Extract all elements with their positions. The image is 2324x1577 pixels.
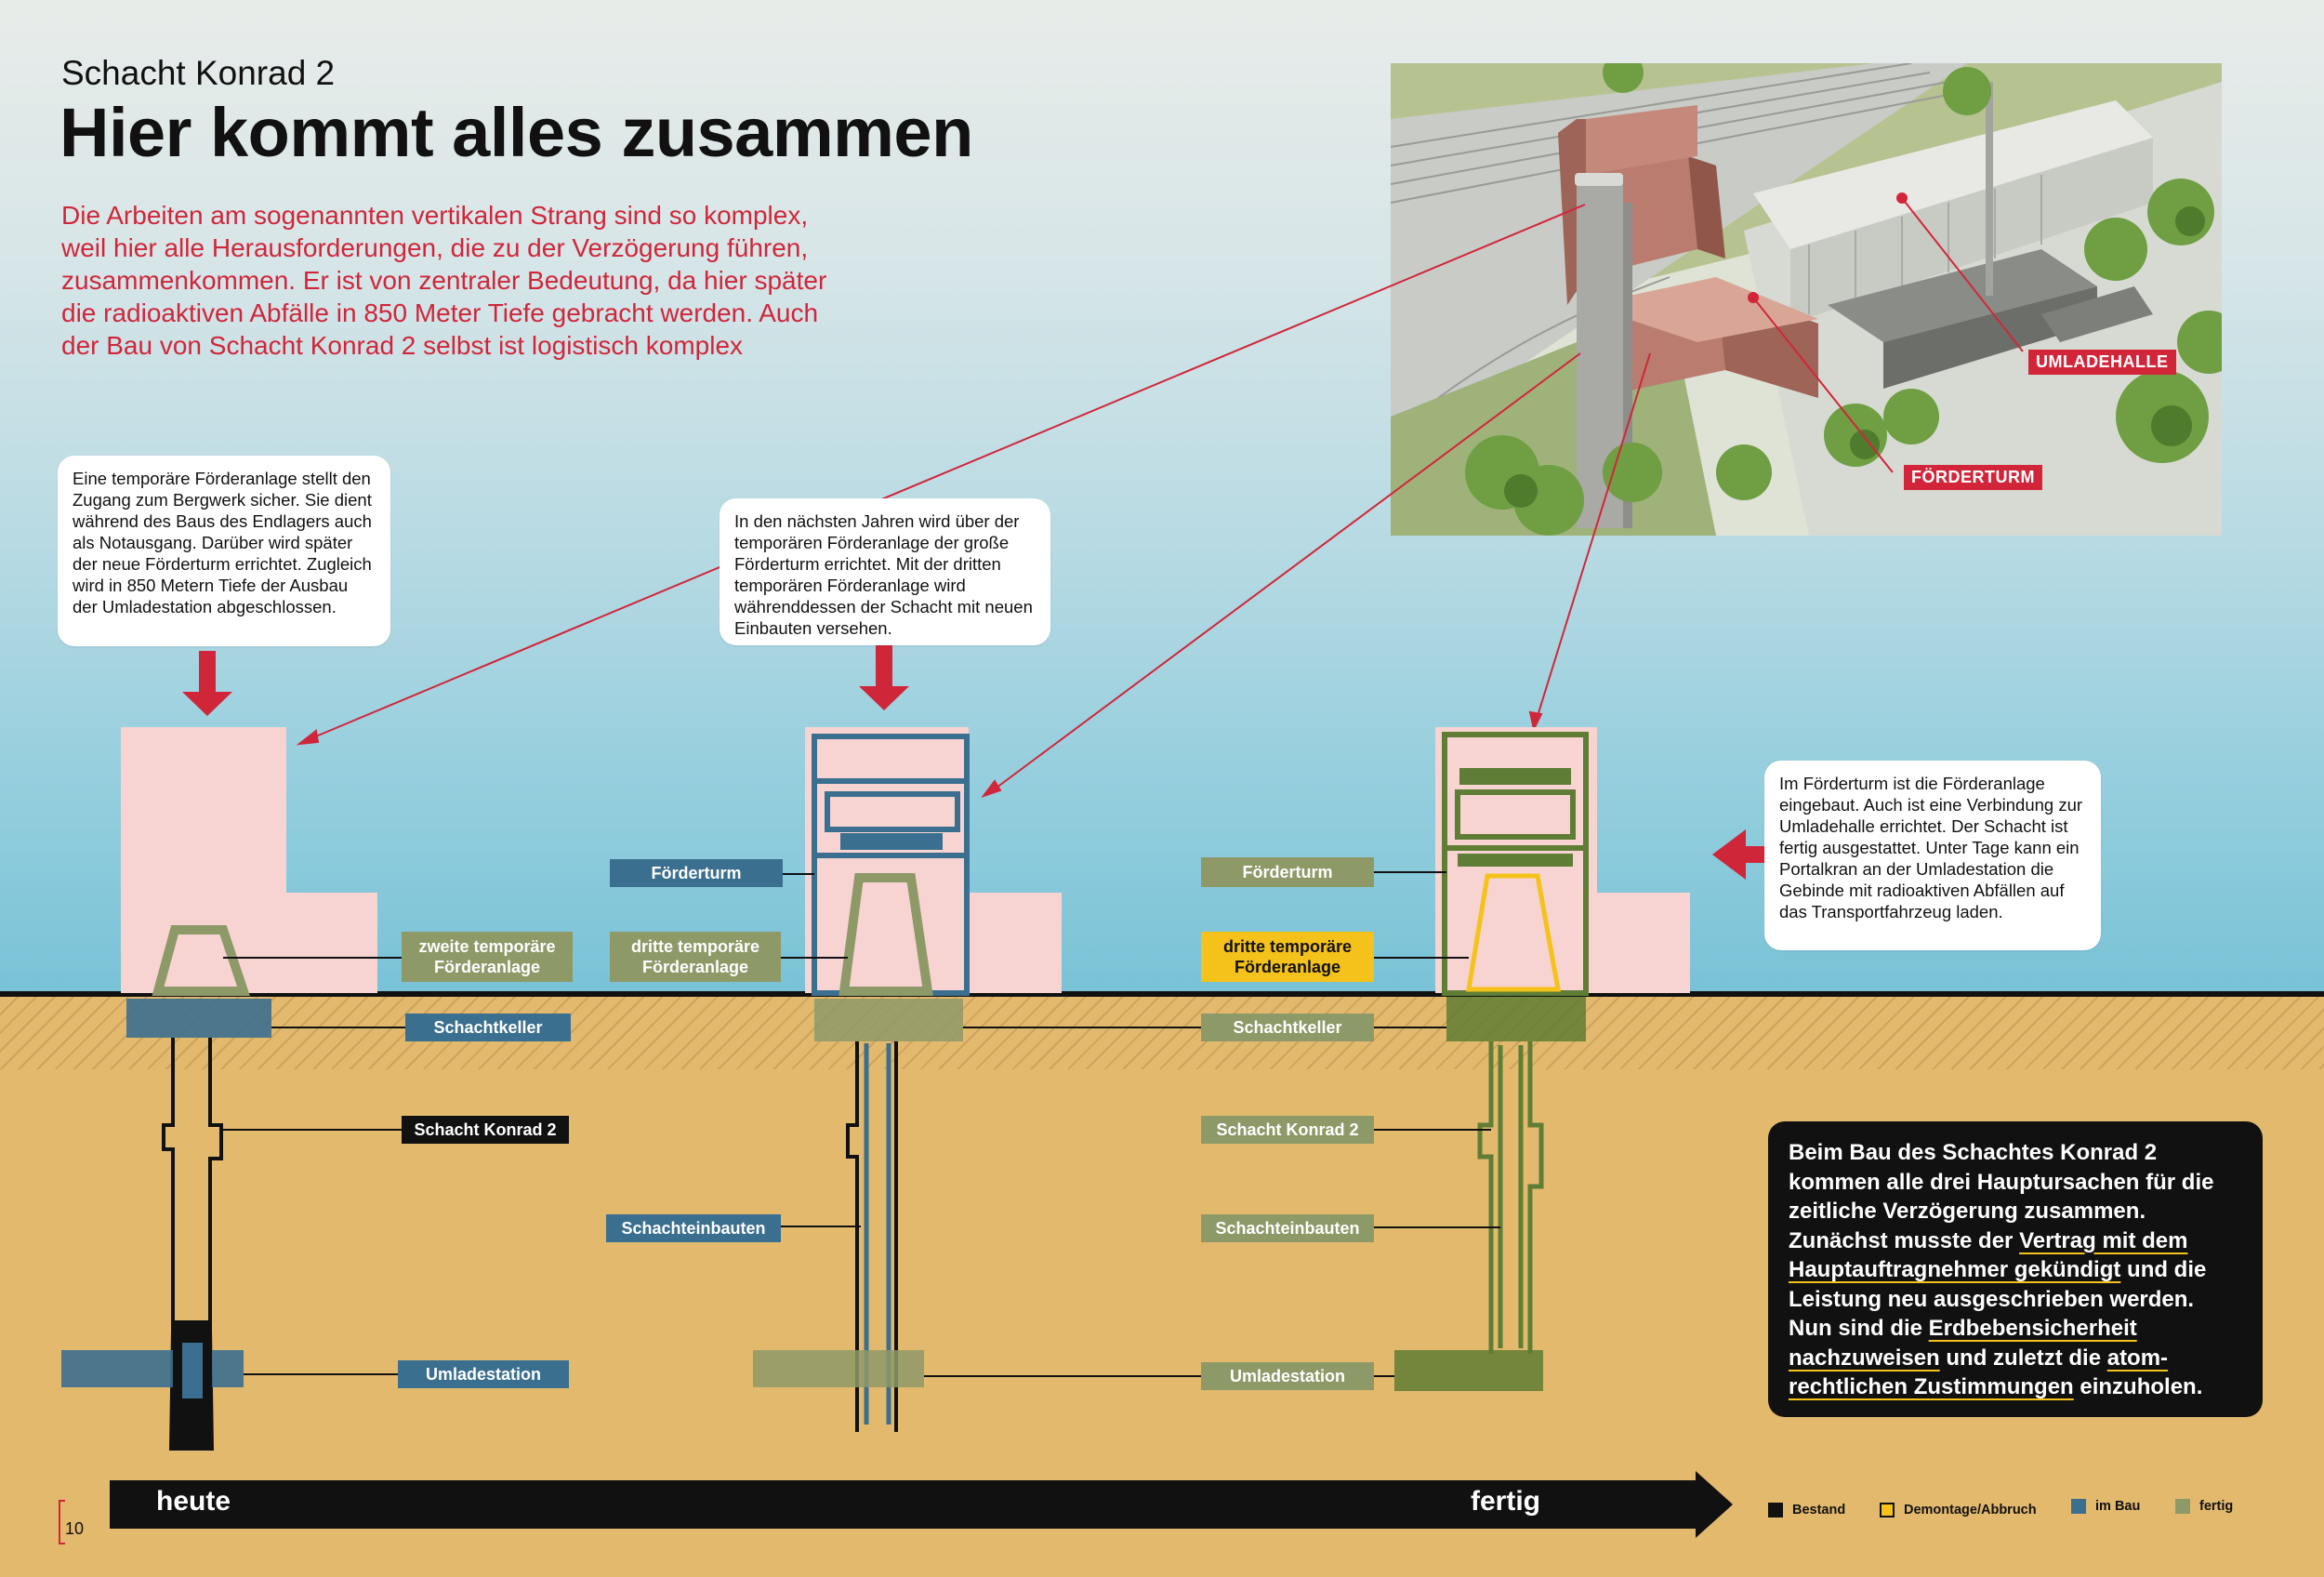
legend-label-demontage: Demontage/Abbruch: [1904, 1503, 2037, 1517]
label-stage3-anlage: dritte temporäre Förderanlage: [1201, 932, 1374, 982]
label-stage3-turm: Förderturm: [1201, 857, 1374, 887]
legend-swatch-fertig: [2175, 1499, 2190, 1514]
intro-text: Die Arbeiten am sogenannten vertikalen S…: [61, 201, 827, 360]
label-stage2-turm: Förderturm: [610, 859, 783, 887]
label-stage3-keller: Schachtkeller: [1201, 1014, 1374, 1041]
legend-swatch-demontage: [1880, 1503, 1895, 1517]
stage3: [1374, 727, 1690, 1391]
legend-demontage: Demontage/Abbruch: [1880, 1503, 2037, 1517]
legend-swatch-bestand: [1768, 1503, 1783, 1517]
page-title: Hier kommt alles zusammen: [59, 94, 973, 171]
aerial-illustration-drawing: [1391, 63, 2222, 536]
legend-label-bestand: Bestand: [1792, 1503, 1846, 1517]
info-text-1: Beim Bau des Schachtes Konrad 2 kommen a…: [1789, 1140, 2214, 1253]
legend-bestand: Bestand: [1768, 1503, 1845, 1517]
legend-imbau: im Bau: [2071, 1499, 2140, 1514]
label-stage3-einbauten: Schachteinbauten: [1201, 1214, 1374, 1242]
label-stage2-einbauten: Schachteinbauten: [606, 1214, 781, 1242]
page-number: 10: [65, 1519, 85, 1538]
label-stage1-keller: Schachtkeller: [405, 1014, 571, 1041]
page-subtitle: Schacht Konrad 2: [61, 54, 336, 92]
info-link-erdbeben: Erdbebensicherheit nachzuweisen: [1789, 1316, 2137, 1371]
info-box: Beim Bau des Schachtes Konrad 2 kommen a…: [1768, 1121, 2263, 1417]
note-stage1: Eine temporäre Förderanlage stellt den Z…: [58, 456, 390, 646]
label-stage3-umlade: Umladestation: [1201, 1362, 1374, 1390]
label-stage3-schacht: Schacht Konrad 2: [1201, 1116, 1374, 1144]
info-text-3: und zuletzt die: [1939, 1345, 2107, 1371]
timeline-start: heute: [156, 1486, 231, 1517]
aerial-illustration: UMLADEHALLE FÖRDERTURM: [1391, 63, 2222, 536]
timeline-bar: [110, 1480, 1696, 1529]
tag-foerderturm: FÖRDERTURM: [1904, 465, 2042, 490]
ground-hatching: [0, 995, 2324, 1069]
legend-swatch-imbau: [2071, 1499, 2086, 1514]
note-stage2: In den nächsten Jahren wird über der tem…: [720, 498, 1050, 645]
note-stage3: Im Förderturm ist die Förderanlage einge…: [1764, 761, 2101, 950]
legend-label-imbau: im Bau: [2095, 1499, 2141, 1514]
legend-fertig: fertig: [2175, 1499, 2233, 1514]
stage2: [606, 727, 1236, 1432]
label-stage1-umlade: Umladestation: [398, 1360, 569, 1388]
label-stage1-schacht: Schacht Konrad 2: [402, 1116, 569, 1144]
timeline-arrowhead: [1696, 1471, 1733, 1538]
info-link-vertrag: Vertrag mit dem Hauptauftragnehmer gekün…: [1789, 1227, 2188, 1283]
label-stage2-anlage: dritte temporäre Förderanlage: [610, 932, 781, 982]
timeline-end: fertig: [1471, 1486, 1540, 1517]
stage1: [61, 727, 405, 1451]
label-stage1-anlage: zweite temporäre Förderanlage: [402, 932, 573, 982]
info-text-4: einzuholen.: [2073, 1374, 2203, 1399]
ground-line: [0, 991, 2324, 997]
tag-umladehalle: UMLADEHALLE: [2028, 350, 2176, 375]
info-text-2: und die Leistung neu ausgeschrieben werd…: [1789, 1257, 2207, 1341]
info-link-atomrecht: atom-rechtlichen Zustimmungen: [1789, 1345, 2169, 1400]
legend-label-fertig: fertig: [2199, 1499, 2234, 1514]
